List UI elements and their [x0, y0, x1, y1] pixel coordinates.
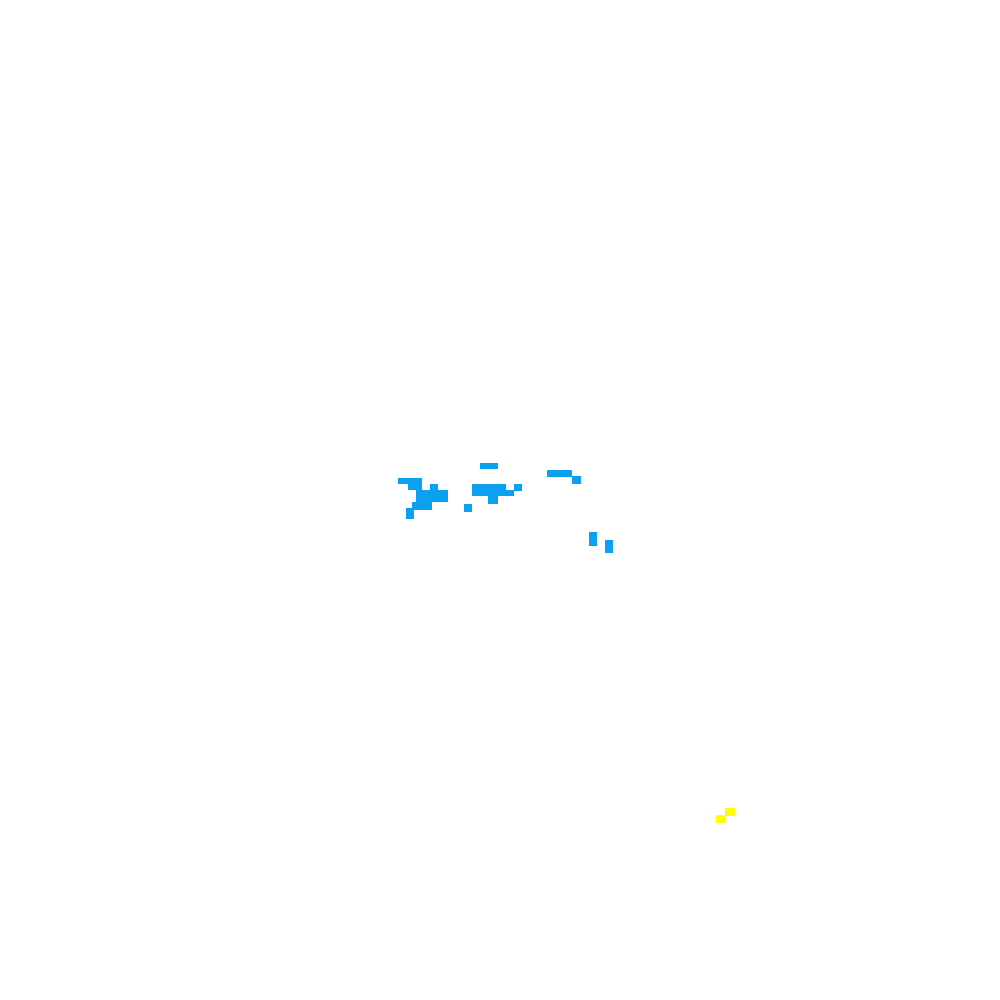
blue-pixel-block-4 [406, 508, 414, 519]
blue-pixel-block-15 [605, 540, 613, 553]
blue-pixel-block-1 [408, 478, 422, 490]
blue-pixel-block-2 [416, 490, 448, 502]
blue-pixel-block-13 [572, 476, 581, 484]
blue-pixel-block-14 [589, 532, 597, 546]
blue-pixel-block-5 [430, 484, 438, 492]
blue-pixel-block-0 [398, 478, 408, 484]
blue-pixel-block-6 [464, 504, 472, 512]
blue-pixel-block-9 [488, 496, 498, 504]
yellow-pixel-block-0 [716, 815, 726, 823]
yellow-pixel-block-1 [725, 808, 735, 816]
blue-pixel-block-12 [547, 470, 572, 477]
blue-pixel-block-3 [412, 502, 432, 510]
blue-pixel-block-8 [472, 484, 506, 496]
blue-pixel-block-7 [480, 463, 498, 469]
blue-pixel-block-11 [514, 484, 522, 491]
blue-pixel-block-10 [506, 490, 514, 496]
